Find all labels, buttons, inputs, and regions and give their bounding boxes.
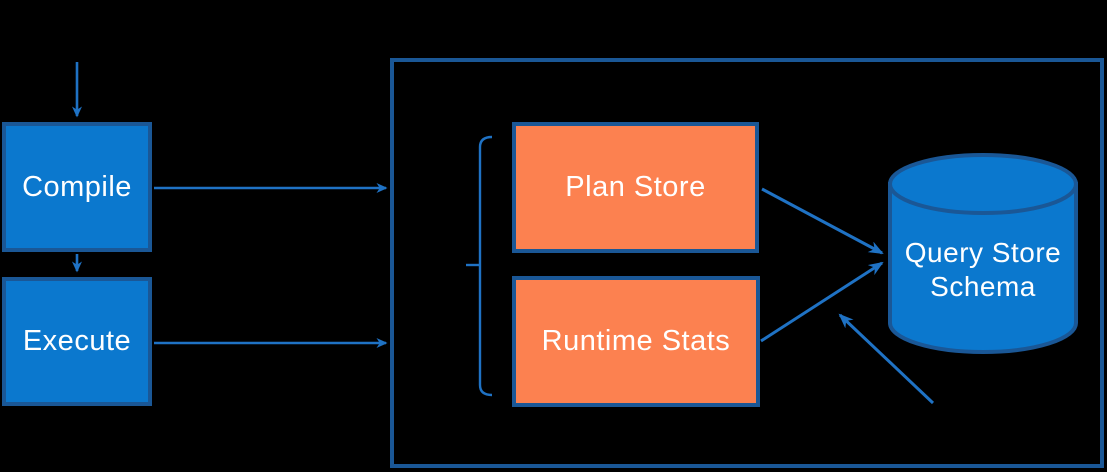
compile-label: Compile [22, 170, 132, 203]
query-store-group-container [390, 58, 1104, 468]
query-store-schema-label-line1: Query Store [904, 237, 1062, 268]
compile-box: Compile [2, 122, 152, 252]
plan-store-box: Plan Store [512, 122, 759, 253]
execute-box: Execute [2, 277, 152, 406]
execute-label: Execute [22, 325, 132, 357]
runtime-stats-box: Runtime Stats [512, 276, 760, 407]
query-store-schema-label-line2: Schema [930, 271, 1036, 302]
runtime-stats-label: Runtime Stats [541, 325, 731, 357]
query-store-schema-label: Query Store Schema [888, 236, 1078, 304]
plan-store-label: Plan Store [565, 171, 706, 203]
